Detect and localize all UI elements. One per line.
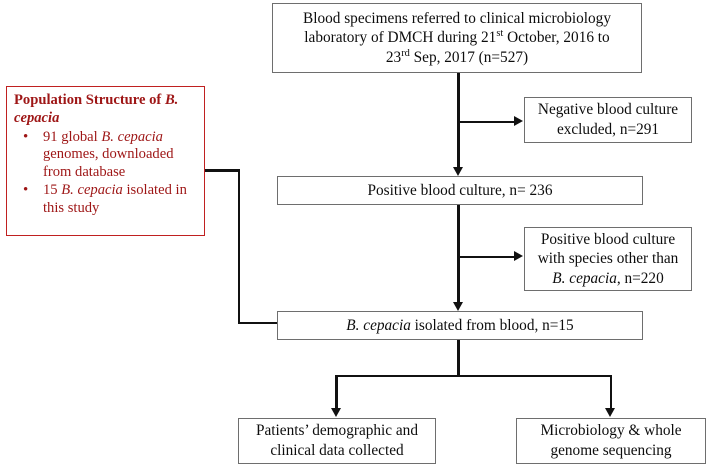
connector-positive-to-cepacia-vertical <box>457 205 460 302</box>
node-referred-line1: Blood specimens referred to clinical mic… <box>303 9 611 27</box>
connector-cepacia-split-horizontal <box>335 374 612 377</box>
node-demo-line2: clinical data collected <box>270 442 404 459</box>
connector-split-left-vertical <box>335 374 338 409</box>
connector-population-horizontal-top <box>205 169 240 172</box>
arrowhead-referred-to-positive <box>452 167 463 176</box>
connector-branch-negative-horizontal <box>457 120 514 123</box>
arrowhead-to-negative <box>514 116 523 127</box>
population-structure-title: Population Structure of B. cepacia <box>14 92 179 126</box>
node-patient-demographic-data: Patients’ demographic and clinical data … <box>238 418 436 464</box>
node-negative-line1: Negative blood culture <box>537 101 679 119</box>
node-otherspp-line2: with species other than <box>537 250 679 268</box>
node-positive-other-species: Positive blood culture with species othe… <box>524 227 692 291</box>
node-microbiology-whole-genome-sequencing: Microbiology & whole genome sequencing <box>516 418 706 464</box>
node-otherspp-line1: Positive blood culture <box>540 230 676 248</box>
node-referred-line3: 23rd Sep, 2017 (n=527) <box>385 47 529 66</box>
list-item: 91 global B. cepacia genomes, downloaded… <box>14 128 197 182</box>
connector-referred-to-positive-vertical <box>457 73 460 167</box>
connector-population-vertical <box>237 169 240 324</box>
connector-branch-other-species-horizontal <box>457 255 514 258</box>
node-population-structure: Population Structure of B. cepacia 91 gl… <box>6 86 205 236</box>
connector-split-right-vertical <box>609 374 612 409</box>
node-demo-line1: Patients’ demographic and <box>256 422 418 440</box>
node-cepacia-isolated-from-blood: B. cepacia isolated from blood, n=15 <box>277 311 643 340</box>
arrowhead-to-sequencing <box>605 408 616 417</box>
population-structure-bullet-list: 91 global B. cepacia genomes, downloaded… <box>14 128 197 218</box>
node-referred-line2: laboratory of DMCH during 21st October, … <box>304 28 610 47</box>
arrowhead-positive-to-cepacia <box>452 302 463 311</box>
connector-cepacia-split-stem <box>457 340 460 377</box>
connector-population-horizontal-bottom <box>237 321 279 324</box>
node-positive-blood-culture: Positive blood culture, n= 236 <box>277 176 643 205</box>
node-negative-blood-culture-excluded: Negative blood culture excluded, n=291 <box>524 97 692 143</box>
node-wgs-line1: Microbiology & whole <box>540 422 682 440</box>
node-otherspp-line3: B. cepacia, n=220 <box>552 269 664 287</box>
ordinal-suffix-23rd: rd <box>401 47 410 59</box>
node-cepacia-text: B. cepacia isolated from blood, n=15 <box>346 316 574 334</box>
arrowhead-to-demographic <box>330 408 341 417</box>
node-wgs-line2: genome sequencing <box>550 442 672 459</box>
node-blood-specimens-referred: Blood specimens referred to clinical mic… <box>272 3 642 73</box>
list-item: 15 B. cepacia isolated in this study <box>14 181 197 218</box>
arrowhead-to-other-species <box>514 251 523 262</box>
ordinal-suffix-21st: st <box>496 28 504 40</box>
node-negative-line2: excluded, n=291 <box>556 121 660 138</box>
node-positive-text: Positive blood culture, n= 236 <box>367 181 553 199</box>
